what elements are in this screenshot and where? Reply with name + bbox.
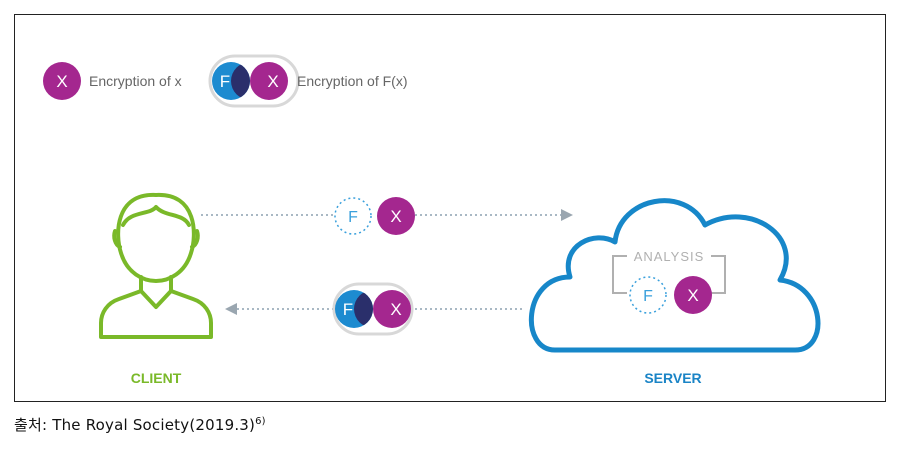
arrow-head-icon (225, 303, 237, 315)
function-f-icon (629, 276, 667, 314)
homomorphic-encryption-diagram: X Encryption of x F X Encryption of F(x) (43, 54, 821, 386)
legend-fx: F X Encryption of F(x) (208, 54, 407, 108)
diagram-frame: X Encryption of x F X Encryption of F(x) (14, 14, 886, 402)
legend-fx-label: Encryption of F(x) (297, 73, 407, 89)
request-arrow: F X (201, 197, 573, 235)
server-cloud (528, 198, 821, 353)
encrypted-x-icon (674, 276, 712, 314)
overlap-region (231, 62, 250, 100)
response-x-symbol: X (390, 300, 401, 319)
request-x-symbol: X (390, 207, 401, 226)
caption-text: 출처: The Royal Society(2019.3) (14, 416, 256, 434)
encrypted-x-icon (373, 290, 411, 328)
client-label: CLIENT (131, 370, 182, 386)
legend-x: X Encryption of x (43, 62, 182, 100)
encrypted-x-icon (377, 197, 415, 235)
client-person-icon (99, 192, 213, 339)
overlap-region (354, 290, 373, 328)
arrow-head-icon (561, 209, 573, 221)
analysis-box: ANALYSIS F X (612, 249, 726, 314)
caption-footnote: 6) (255, 416, 266, 427)
request-f-symbol: F (348, 209, 358, 226)
encrypted-x-icon (250, 62, 288, 100)
legend-fx-x-symbol: X (267, 72, 278, 91)
legend-x-label: Encryption of x (89, 73, 182, 89)
analysis-x-symbol: X (687, 286, 698, 305)
server-label: SERVER (644, 370, 701, 386)
analysis-title: ANALYSIS (634, 249, 705, 264)
analysis-f-symbol: F (643, 288, 653, 305)
legend-fx-f-symbol: F (220, 72, 230, 91)
source-caption: 출처: The Royal Society(2019.3)6) (14, 414, 266, 435)
legend-x-symbol: X (56, 72, 67, 91)
encrypted-x-icon (43, 62, 81, 100)
response-arrow: F X (225, 282, 525, 336)
response-f-symbol: F (343, 300, 353, 319)
function-f-icon (334, 197, 372, 235)
